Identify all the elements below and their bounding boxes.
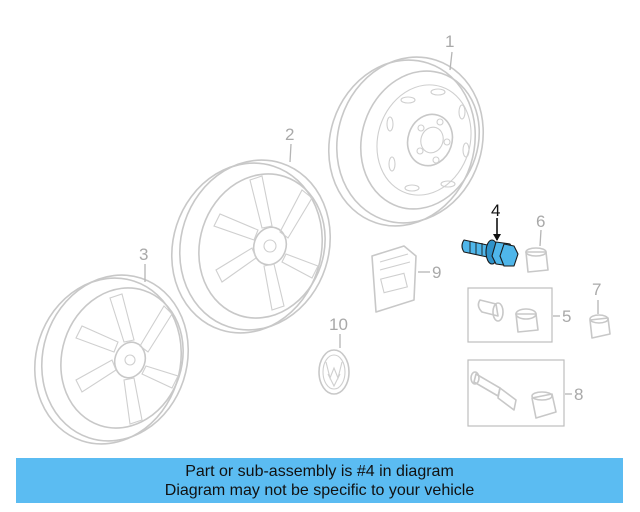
part-7-cap[interactable] (589, 314, 611, 339)
callout-3[interactable]: 3 (139, 245, 148, 264)
callout-6-leader (539, 229, 542, 247)
callout-7[interactable]: 7 (592, 280, 601, 299)
callout-5[interactable]: 5 (562, 307, 571, 326)
callout-4-arrowhead (493, 234, 501, 241)
part-8-valve-stem[interactable] (467, 359, 565, 427)
callout-1-leader (449, 51, 453, 71)
part-1-steel-wheel[interactable] (308, 38, 505, 245)
callout-2[interactable]: 2 (285, 125, 294, 144)
part-10-center-cap[interactable] (318, 349, 350, 395)
callout-10[interactable]: 10 (329, 315, 348, 334)
part-6-bolt-cap[interactable] (525, 247, 549, 273)
callout-4[interactable]: 4 (491, 201, 500, 220)
parts-diagram: 1 2 3 4 (14, 32, 611, 456)
callout-9[interactable]: 9 (432, 263, 441, 282)
part-2-alloy-wheel[interactable] (150, 140, 352, 352)
part-3-alloy-wheel[interactable] (14, 256, 210, 456)
part-4-wheel-bolt[interactable] (461, 239, 519, 267)
callout-6[interactable]: 6 (536, 212, 545, 231)
part-5-lock-bolt-set[interactable] (467, 287, 553, 343)
callout-1[interactable]: 1 (445, 32, 454, 51)
callout-2-leader (289, 143, 292, 163)
banner-line-2: Diagram may not be specific to your vehi… (164, 481, 475, 499)
banner-line-1: Part or sub-assembly is #4 in diagram (185, 462, 454, 480)
part-9-tag[interactable] (371, 245, 417, 313)
callout-8[interactable]: 8 (574, 385, 583, 404)
info-banner: Part or sub-assembly is #4 in diagram Di… (16, 458, 623, 503)
